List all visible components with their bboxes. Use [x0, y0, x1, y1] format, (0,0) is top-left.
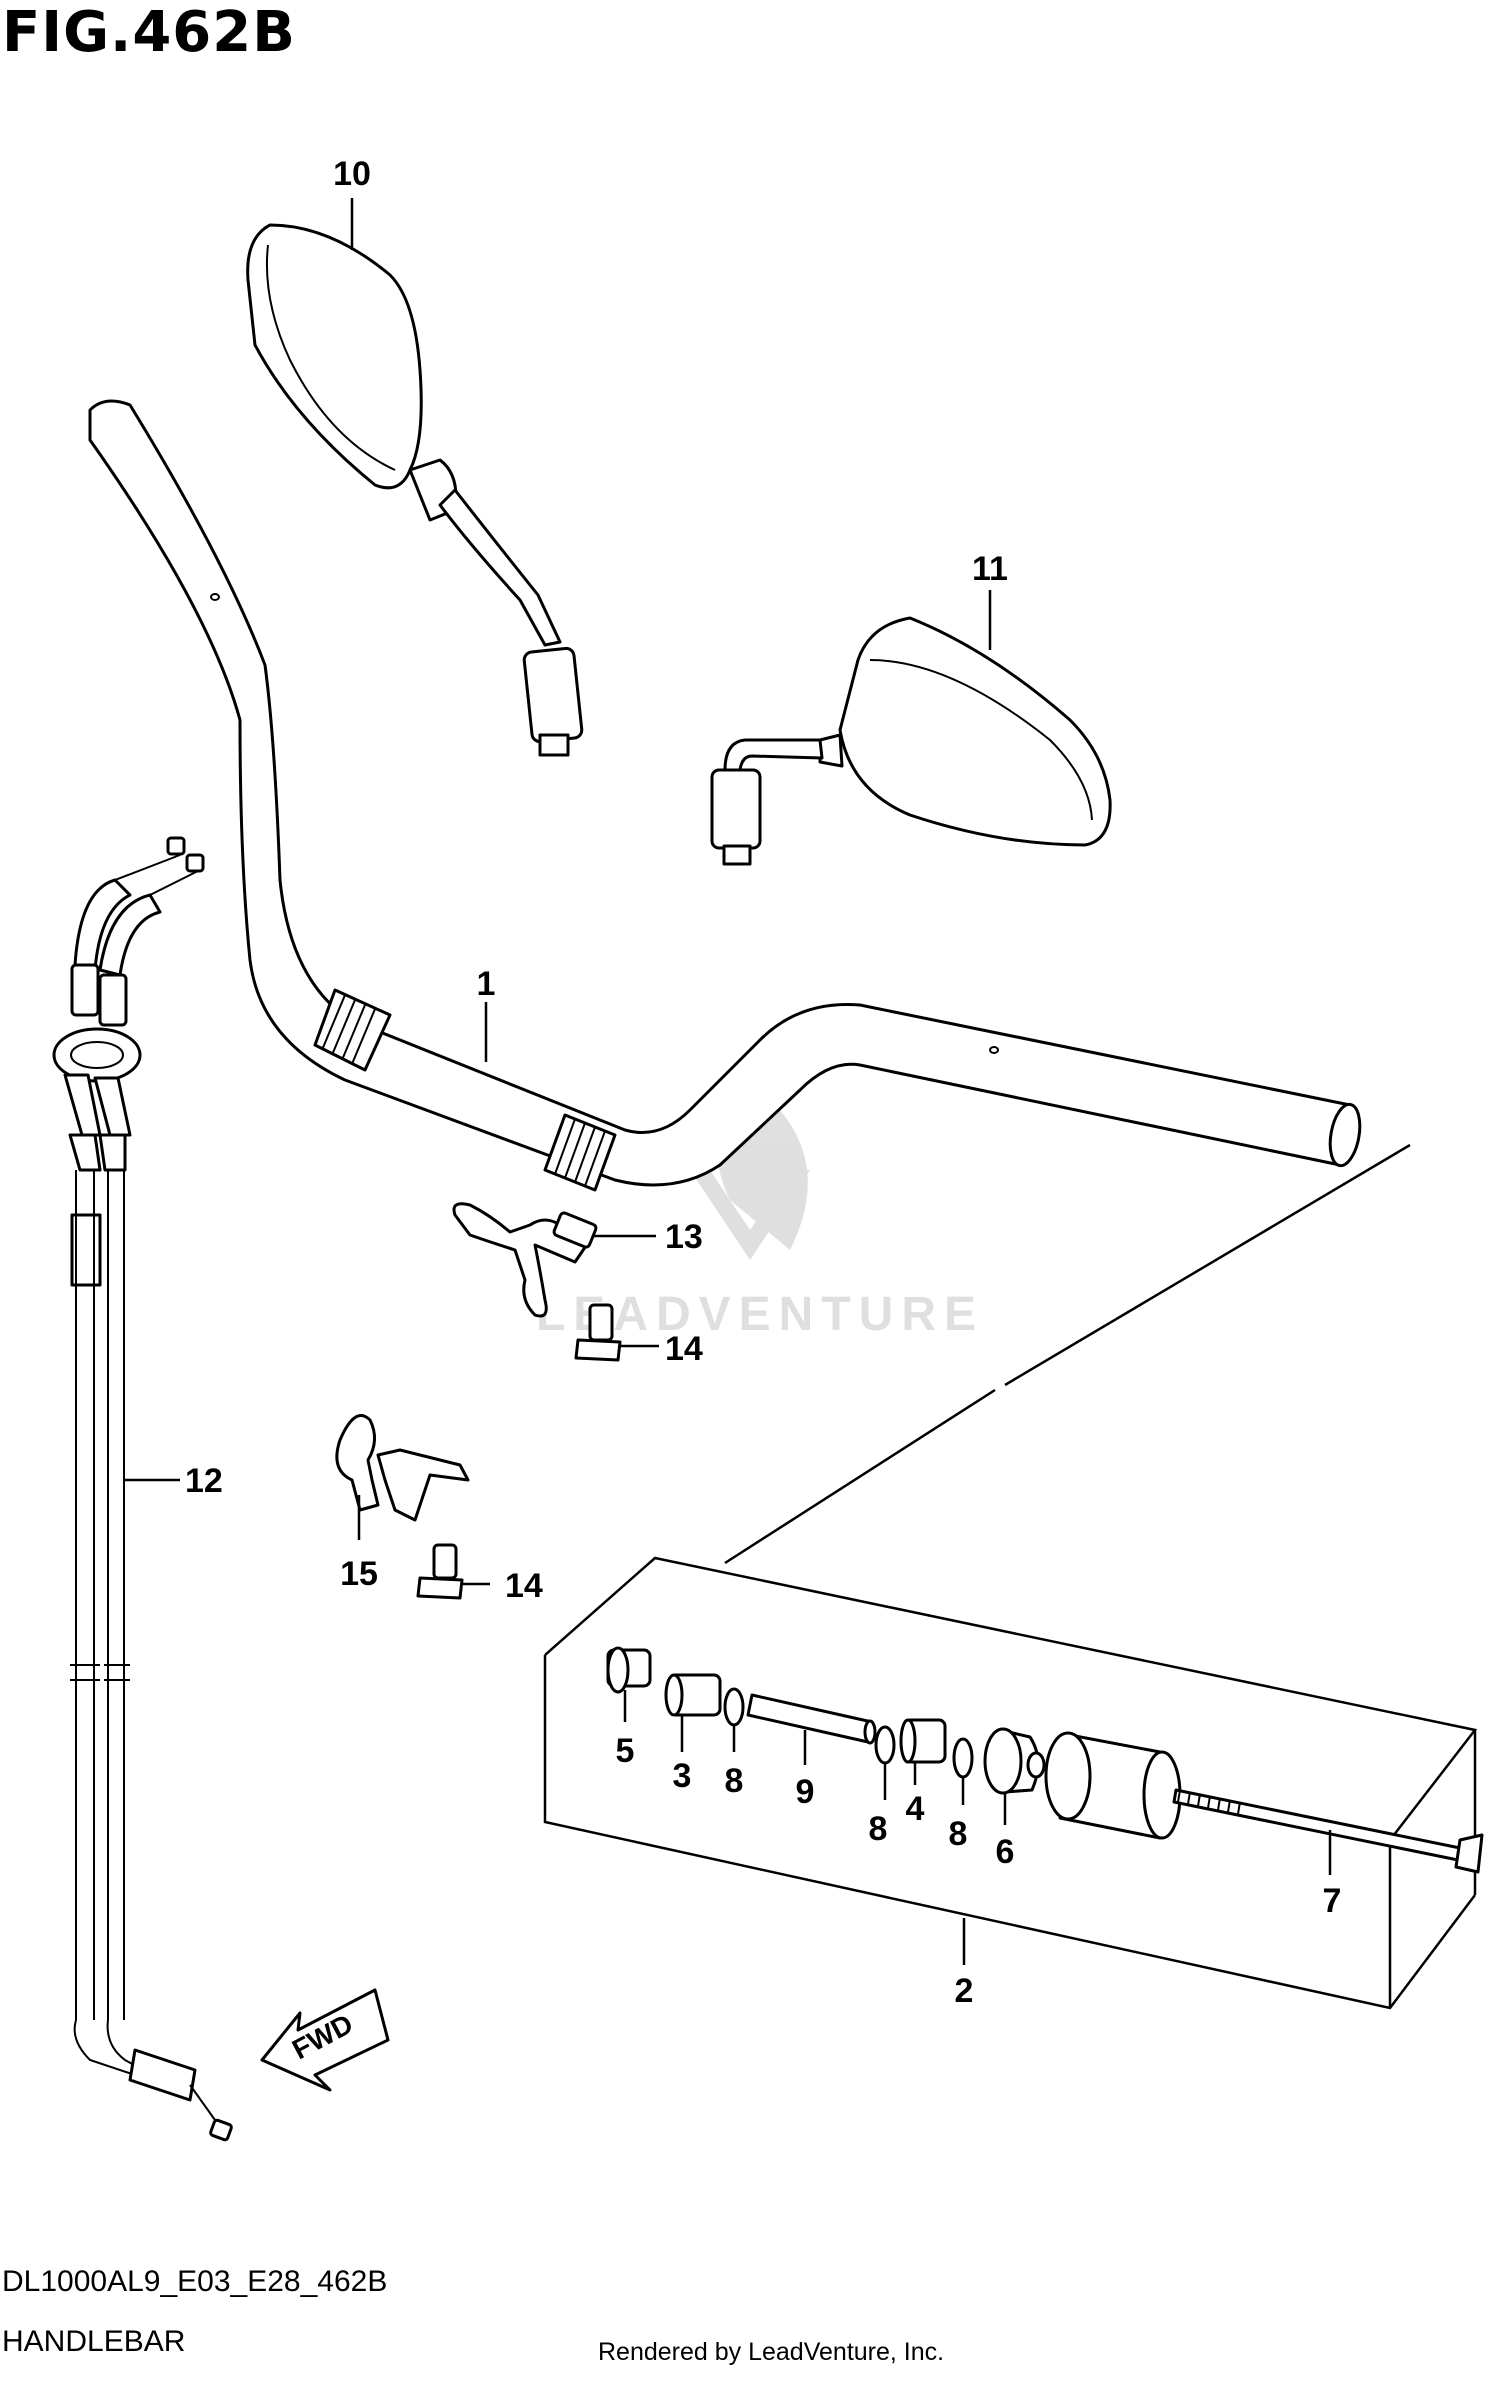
handlebar[interactable] — [88, 399, 1364, 1192]
throttle-cables[interactable] — [52, 836, 233, 2142]
bolt-14-lower[interactable] — [416, 1543, 464, 1600]
washer-8-first[interactable] — [723, 1687, 745, 1727]
washer-8-third[interactable] — [952, 1737, 974, 1779]
balancer-weight[interactable] — [1044, 1731, 1182, 1840]
figure-title: FIG.462B — [2, 0, 296, 65]
callout-14-lower: 14 — [505, 1567, 543, 1605]
knurled-grip-left — [313, 988, 392, 1072]
callout-5: 5 — [616, 1732, 635, 1770]
callout-13: 13 — [665, 1218, 703, 1256]
sleeve-3[interactable] — [664, 1673, 722, 1717]
spacer-9[interactable] — [746, 1693, 877, 1745]
model-code: DL1000AL9_E03_E28_462B — [2, 2265, 388, 2298]
callout-8-second: 8 — [869, 1810, 888, 1848]
callout-6: 6 — [996, 1833, 1015, 1871]
render-credit: Rendered by LeadVenture, Inc. — [598, 2338, 945, 2366]
leader-lines — [124, 198, 1332, 1965]
callout-7: 7 — [1323, 1882, 1342, 1920]
section-name: HANDLEBAR — [2, 2325, 186, 2358]
callout-8-first: 8 — [725, 1762, 744, 1800]
knurled-grip-right — [543, 1113, 617, 1192]
left-mirror[interactable] — [246, 223, 584, 757]
callout-14-upper: 14 — [665, 1330, 703, 1368]
callout-12: 12 — [185, 1462, 223, 1500]
callout-11: 11 — [972, 550, 1008, 588]
bolt-14-upper[interactable] — [574, 1303, 622, 1362]
fwd-direction-arrow: FWD — [260, 1988, 390, 2092]
sleeve-4[interactable] — [899, 1718, 947, 1764]
balancer-assembly-box — [543, 1143, 1478, 2010]
clamp-15[interactable] — [335, 1414, 470, 1522]
clamp-13[interactable] — [452, 1202, 598, 1318]
callout-labels: 10 11 1 13 14 12 15 14 5 3 8 9 8 4 8 6 7… — [185, 155, 1341, 2010]
callout-8-third: 8 — [949, 1815, 968, 1853]
callout-4: 4 — [906, 1790, 925, 1828]
collar-5[interactable] — [606, 1646, 652, 1694]
callout-15: 15 — [340, 1555, 378, 1593]
right-mirror[interactable] — [710, 616, 1112, 866]
damper-6[interactable] — [983, 1727, 1046, 1795]
screw-7[interactable] — [1172, 1788, 1484, 1874]
callout-2: 2 — [955, 1972, 974, 2010]
callout-10: 10 — [333, 155, 371, 193]
callout-3: 3 — [673, 1757, 692, 1795]
callout-9: 9 — [796, 1773, 815, 1811]
callout-1: 1 — [477, 965, 496, 1003]
washer-8-second[interactable] — [874, 1725, 896, 1765]
